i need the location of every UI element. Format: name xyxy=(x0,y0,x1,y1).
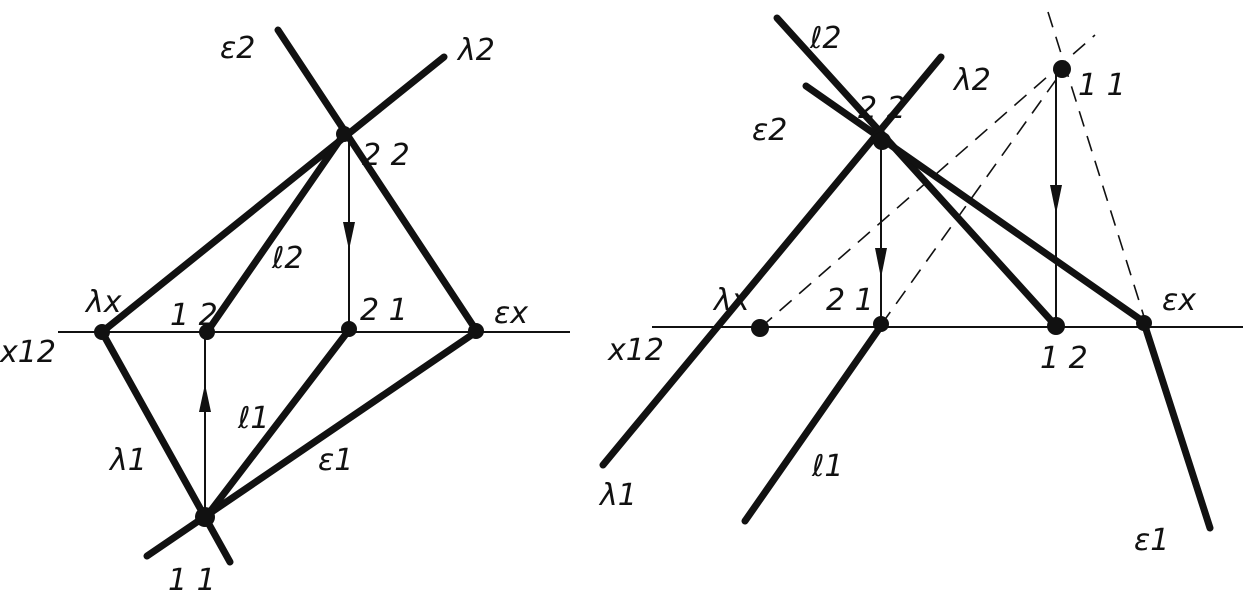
right-point-1-1 xyxy=(1053,60,1071,78)
right-point-lambdax xyxy=(751,319,769,337)
right-line-epsilon1 xyxy=(1140,319,1214,532)
left-figure: ε2 λ2 2 2 λx 1 2 ℓ2 2 1 εx x12 λ1 ℓ1 ε1 … xyxy=(0,26,570,596)
right-label-l2: ℓ2 xyxy=(809,21,841,56)
left-arrow-down xyxy=(343,222,355,250)
right-label-p21: 2 1 xyxy=(826,283,874,318)
right-line-lambda xyxy=(599,53,945,469)
right-dashed-line-c xyxy=(1047,11,1147,324)
left-point-1-2 xyxy=(199,324,215,340)
left-point-epsilonx xyxy=(468,323,484,339)
right-line-l2 xyxy=(773,14,1060,330)
right-label-p12: 1 2 xyxy=(1040,341,1088,376)
right-label-lambda1: λ1 xyxy=(598,478,637,513)
left-label-lambda1: λ1 xyxy=(108,443,147,478)
right-point-2-2 xyxy=(873,132,891,150)
left-label-epsilon1: ε1 xyxy=(318,443,353,478)
left-label-epsilonx: εx xyxy=(494,296,528,331)
right-dashed-line-b xyxy=(880,69,1064,326)
left-line-l1 xyxy=(202,326,353,521)
left-label-lambdax: λx xyxy=(84,285,122,320)
right-arrow-down-1 xyxy=(1050,185,1062,214)
right-label-x12: x12 xyxy=(607,333,664,368)
left-point-2-2 xyxy=(336,126,352,142)
left-point-2-1 xyxy=(341,321,357,337)
right-label-epsilonx: εx xyxy=(1162,283,1196,318)
right-point-epsilonx xyxy=(1136,315,1152,331)
left-label-l2: ℓ2 xyxy=(271,241,303,276)
right-label-epsilon1: ε1 xyxy=(1134,523,1169,558)
left-label-p11: 1 1 xyxy=(168,563,216,596)
left-line-epsilon1 xyxy=(143,328,480,560)
right-label-lambdax: λx xyxy=(712,283,750,318)
right-point-2-1 xyxy=(873,316,889,332)
right-label-lambda2: λ2 xyxy=(952,63,991,98)
left-arrow-up xyxy=(199,384,211,412)
left-label-epsilon2: ε2 xyxy=(220,31,255,66)
left-label-p22: 2 2 xyxy=(362,138,410,173)
left-line-lambda2 xyxy=(98,53,448,336)
right-arrow-down-2 xyxy=(875,248,887,278)
left-label-lambda2: λ2 xyxy=(456,33,495,68)
right-line-l1 xyxy=(741,322,885,525)
left-point-1-1 xyxy=(195,507,215,527)
right-label-p11: 1 1 xyxy=(1078,68,1126,103)
left-line-epsilon2 xyxy=(274,26,480,334)
right-label-epsilon2: ε2 xyxy=(752,113,787,148)
left-label-l1: ℓ1 xyxy=(237,401,269,436)
left-label-p21: 2 1 xyxy=(360,293,408,328)
right-point-1-2 xyxy=(1047,317,1065,335)
left-label-x12: x12 xyxy=(0,335,56,370)
right-line-epsilon2 xyxy=(802,82,1148,326)
left-label-p12: 1 2 xyxy=(170,298,218,333)
right-label-l1: ℓ1 xyxy=(811,449,843,484)
right-label-p22: 2 2 xyxy=(858,91,906,126)
right-figure: ℓ2 λ2 1 1 2 2 ε2 λx 2 1 εx x12 1 2 λ1 ℓ1… xyxy=(598,11,1243,558)
left-point-lambdax xyxy=(94,324,110,340)
left-line-l2 xyxy=(203,130,348,336)
